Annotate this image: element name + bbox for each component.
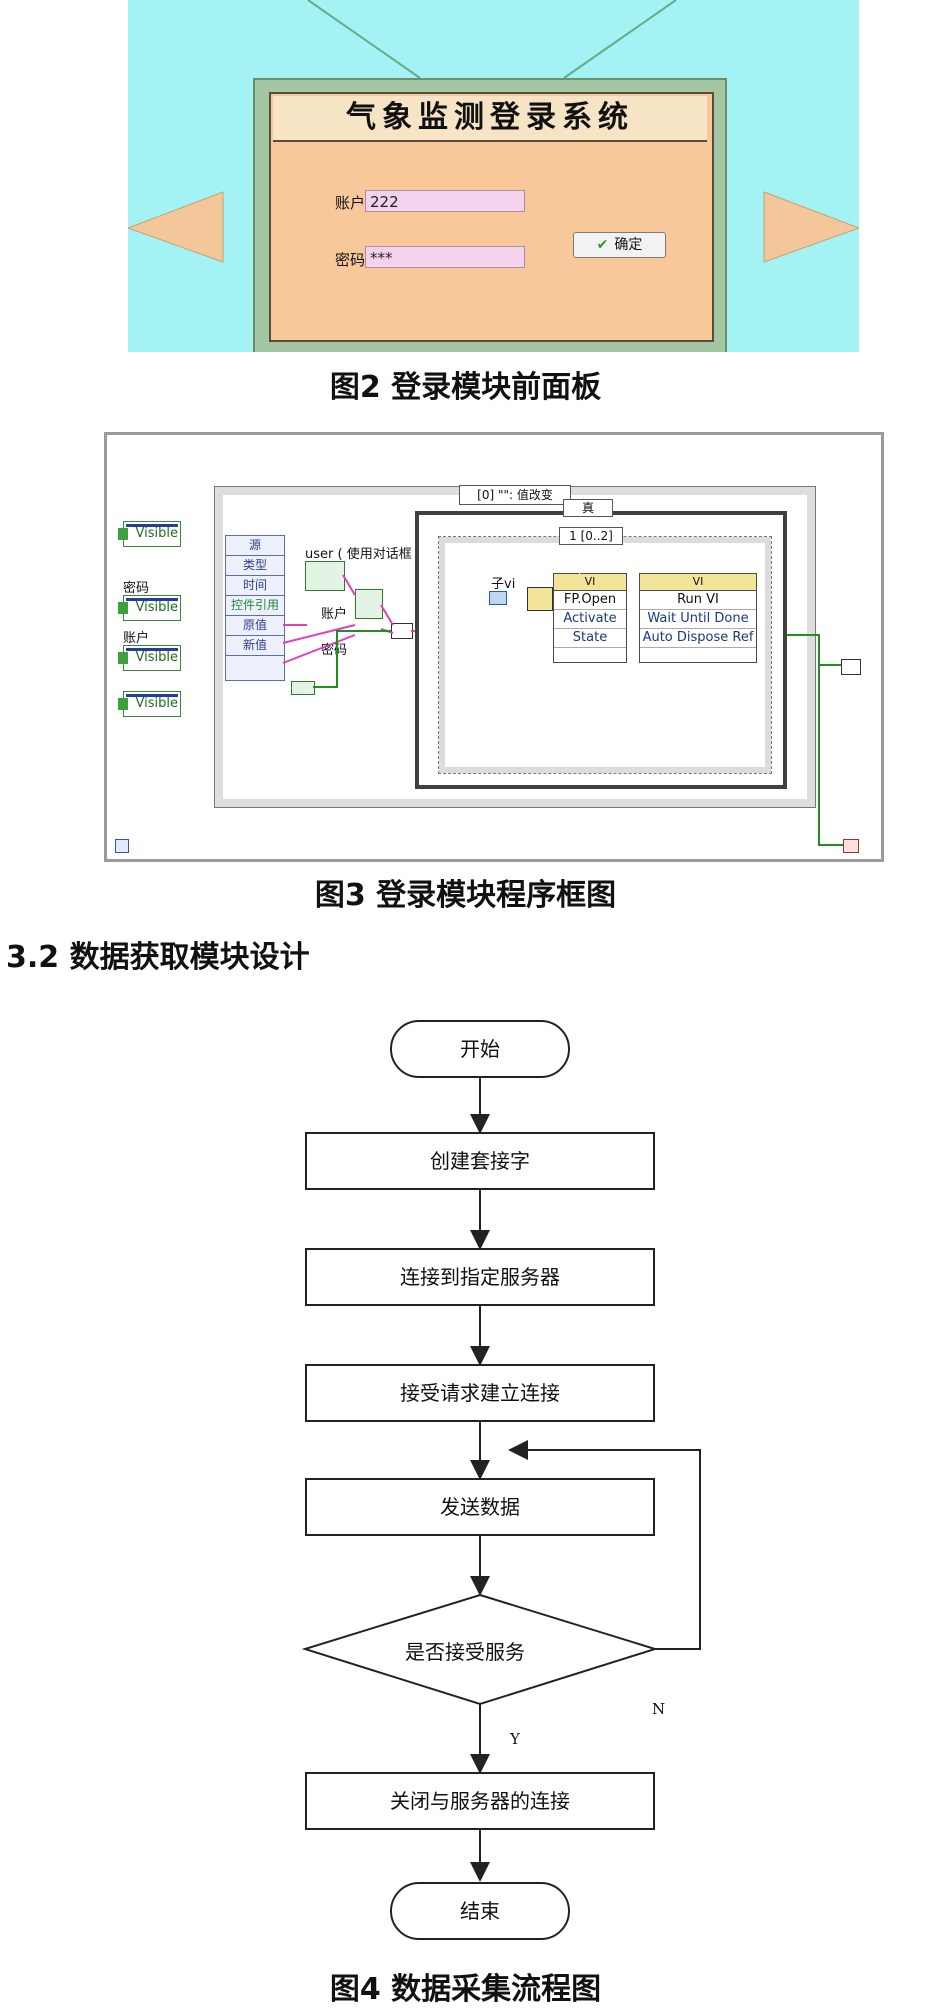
account-label: 账户 <box>335 194 366 212</box>
left-arrow-icon[interactable] <box>128 191 224 263</box>
event-data-item: 源 <box>226 536 284 556</box>
login-title: 气象监测登录系统 <box>273 96 707 142</box>
account-input[interactable]: 222 <box>365 190 525 212</box>
subvi-reference[interactable] <box>489 591 507 605</box>
login-panel: 气象监测登录系统 账户 222 密码 *** ✔ 确定 <box>269 92 714 342</box>
visible-property-node[interactable]: Visible <box>118 645 181 671</box>
figure3-caption: 图3 登录模块程序框图 <box>314 878 617 913</box>
user-dialog-subvi[interactable] <box>305 561 345 591</box>
run-vi-invoke-node[interactable]: VI Run VI Wait Until Done Auto Dispose R… <box>639 573 757 663</box>
right-arrow-icon[interactable] <box>763 191 859 263</box>
sequence-selector[interactable]: 1 [0..2] <box>559 527 623 545</box>
subvi-label: 子vi <box>491 577 516 592</box>
confirm-button-label: 确定 <box>614 237 643 253</box>
open-reference-node[interactable] <box>527 587 553 611</box>
flowchart-figure: 开始 创建套接字 连接到指定服务器 接受请求建立连接 发送数据 是否接受服务 N… <box>0 1020 931 1980</box>
visible-property-node[interactable]: Visible <box>118 691 181 717</box>
visible-property-node[interactable]: Visible <box>118 595 181 621</box>
confirm-button[interactable]: ✔ 确定 <box>573 232 666 258</box>
flow-step: 关闭与服务器的连接 <box>305 1772 655 1830</box>
flow-step: 连接到指定服务器 <box>305 1248 655 1306</box>
user-dialog-label: user ( 使用对话框 ) <box>305 547 421 562</box>
and-function-right[interactable] <box>841 659 861 675</box>
loop-back-arrow <box>508 1440 701 1650</box>
password-label: 密码 <box>335 251 366 269</box>
flow-start: 开始 <box>390 1020 570 1078</box>
fp-open-invoke-node[interactable]: VI FP.Open Activate State <box>553 573 627 663</box>
flow-step: 创建套接字 <box>305 1132 655 1190</box>
decor-line-left <box>307 0 421 79</box>
password-input[interactable]: *** <box>365 246 525 268</box>
account-wire-label: 账户 <box>321 607 348 622</box>
event-data-item: 类型 <box>226 556 284 576</box>
yes-label: Y <box>510 1730 520 1748</box>
check-icon: ✔ <box>596 237 609 253</box>
decor-line-right <box>563 0 677 79</box>
event-data-item: 新值 <box>226 636 284 656</box>
event-data-node: 源 类型 时间 控件引用 原值 新值 <box>225 535 285 681</box>
event-data-item: 控件引用 <box>226 596 284 616</box>
event-selector[interactable]: [0] "": 值改变 <box>459 485 571 505</box>
stop-icon[interactable] <box>843 839 859 853</box>
event-data-item: 原值 <box>226 616 284 636</box>
login-front-panel-figure: 气象监测登录系统 账户 222 密码 *** ✔ 确定 <box>128 0 859 352</box>
flow-step: 接受请求建立连接 <box>305 1364 655 1422</box>
loop-iteration-icon <box>115 839 129 853</box>
flow-decision-text: 是否接受服务 <box>405 1640 525 1664</box>
no-label: N <box>652 1700 666 1718</box>
block-diagram-figure: Visible 密码 Visible 账户 Visible Visible [0… <box>104 432 884 862</box>
password-node-label: 密码 <box>123 581 150 596</box>
case-selector[interactable]: 真 <box>563 499 613 517</box>
login-panel-frame: 气象监测登录系统 账户 222 密码 *** ✔ 确定 <box>253 78 727 352</box>
visible-property-node[interactable]: Visible <box>118 521 181 547</box>
section-heading: 3.2 数据获取模块设计 <box>6 940 310 975</box>
flow-step: 发送数据 <box>305 1478 655 1536</box>
flow-end: 结束 <box>390 1882 570 1940</box>
figure4-caption: 图4 数据采集流程图 <box>329 1972 602 2007</box>
figure2-caption: 图2 登录模块前面板 <box>329 370 602 405</box>
unbundle-node[interactable] <box>355 589 383 619</box>
flowchart-connectors <box>301 1078 701 1882</box>
event-data-item: 时间 <box>226 576 284 596</box>
panel-decoration <box>128 0 859 263</box>
decision-diamond <box>301 1593 659 1706</box>
account-node-label: 账户 <box>123 631 150 646</box>
